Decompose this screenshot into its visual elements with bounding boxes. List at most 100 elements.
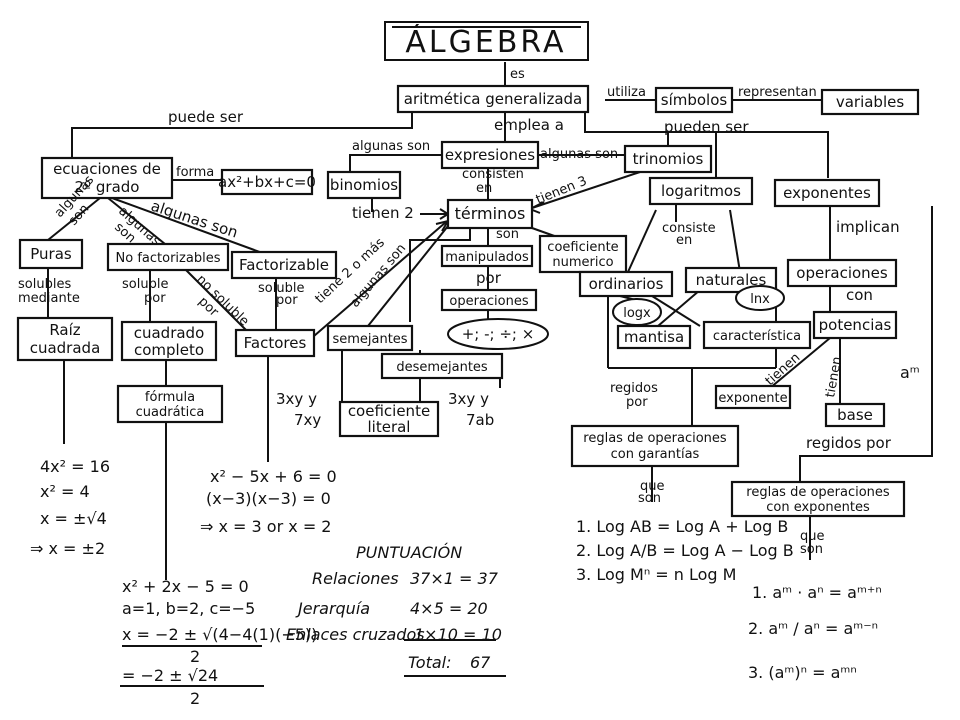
node-factores: Factores <box>244 334 307 352</box>
title-text: ÁLGEBRA <box>405 24 566 60</box>
equation-line: 2. Log A/B = Log A − Log B <box>576 541 794 560</box>
node-potencias: potencias <box>819 316 892 334</box>
node-formula-line1: fórmula <box>145 390 195 405</box>
link-tienen-right: tienen <box>823 356 845 399</box>
link-que-son-line1: que <box>640 479 665 494</box>
equation-line: x² + 2x − 5 = 0 <box>122 577 249 596</box>
node-aritmetica: aritmética generalizada <box>404 90 582 108</box>
link-que-son-line2: son <box>638 491 661 506</box>
link-son: son <box>496 227 519 242</box>
link-consisten-line1: consisten <box>462 167 524 182</box>
equation-line: 1. Log AB = Log A + Log B <box>576 517 788 536</box>
equations-factores: x² − 5x + 6 = 0 (x−3)(x−3) = 0 ⇒ x = 3 o… <box>200 467 337 536</box>
equation-line: 2 <box>190 647 200 666</box>
node-puras: Puras <box>30 245 72 263</box>
node-coef-literal-line1: coeficiente <box>348 402 430 420</box>
link-regidos-por-line2: por <box>626 395 648 410</box>
example-a-to-m: aᵐ <box>900 363 920 382</box>
node-ordinarios: ordinarios <box>589 275 664 293</box>
link-algunas-son-right: algunas son <box>540 147 618 162</box>
example-desemejantes-line2: 7ab <box>466 411 494 429</box>
node-exponente: exponente <box>718 391 787 406</box>
equations-formula: x² + 2x − 5 = 0 a=1, b=2, c=−5 x = −2 ± … <box>122 577 317 708</box>
equation-line: ⇒ x = 3 or x = 2 <box>200 517 331 536</box>
link-es: es <box>510 67 525 82</box>
equation-line: 1. aᵐ · aⁿ = aᵐ⁺ⁿ <box>752 583 882 602</box>
node-caracteristica: característica <box>713 329 801 344</box>
node-mantisa: mantisa <box>624 328 684 346</box>
node-base: base <box>837 406 873 424</box>
link-soluble-por-line1: soluble <box>122 277 168 292</box>
link-tienen-3: tienen 3 <box>534 174 589 208</box>
equations-log-rules: 1. Log AB = Log A + Log B 2. Log A/B = L… <box>576 517 794 584</box>
link-tienen-left: tienen <box>763 350 804 389</box>
link-solubles-line2: mediante <box>18 291 80 306</box>
link-forma: forma <box>176 165 214 180</box>
node-expresiones: expresiones <box>445 146 535 164</box>
equation-line: ⇒ x = ±2 <box>30 539 105 558</box>
node-logaritmos: logaritmos <box>661 182 741 200</box>
equation-line: x = −2 ± √(4−4(1)(−5)) <box>122 625 317 644</box>
link-tienen-2: tienen 2 <box>352 204 414 222</box>
node-operaciones-exp: operaciones <box>796 264 888 282</box>
score-block: PUNTUACIÓN Relaciones 37×1 = 37 Jerarquí… <box>286 543 502 672</box>
score-value: 37×1 = 37 <box>410 569 499 588</box>
link-representan: representan <box>738 85 817 100</box>
link-soluble-por-line4: por <box>276 293 298 308</box>
node-naturales: naturales <box>696 271 767 289</box>
example-semejantes-line1: 3xy y <box>276 390 317 408</box>
node-terminos: términos <box>455 204 526 223</box>
node-desemejantes: desemejantes <box>396 360 488 375</box>
link-por: por <box>476 269 502 287</box>
equations-puras: 4x² = 16 x² = 4 x = ±√4 ⇒ x = ±2 <box>30 457 110 558</box>
link-que-son-line3: que <box>800 529 825 544</box>
equation-line: 3. Log Mⁿ = n Log M <box>576 565 736 584</box>
node-logx: logx <box>623 306 651 321</box>
link-emplea: emplea a <box>494 116 564 134</box>
score-heading: PUNTUACIÓN <box>356 543 462 562</box>
node-no-factorizables: No factorizables <box>116 251 221 266</box>
link-algunas-son-left: algunas son <box>352 139 430 154</box>
link-regidos-por-exp: regidos por <box>806 434 892 452</box>
link-regidos-por-line1: regidos <box>610 381 658 396</box>
link-algunas-son-eq: algunas son <box>149 197 240 242</box>
node-manipulados: manipulados <box>445 250 529 265</box>
node-raiz-line1: Raíz <box>49 321 80 339</box>
node-reglas-exp-line2: con exponentes <box>766 500 870 515</box>
equation-line: x² − 5x + 6 = 0 <box>210 467 337 486</box>
equation-line: 2. aᵐ / aⁿ = aᵐ⁻ⁿ <box>748 619 878 638</box>
equation-line: x² = 4 <box>40 482 90 501</box>
link-consiste-line2: en <box>676 233 692 248</box>
node-coef-literal-line2: literal <box>368 418 411 436</box>
link-soluble-por-line3: soluble <box>258 281 304 296</box>
node-operaciones: operaciones <box>449 294 528 309</box>
node-ecuaciones-line1: ecuaciones de <box>53 160 161 178</box>
node-cuadrado-line1: cuadrado <box>134 324 205 342</box>
node-semejantes: semejantes <box>332 332 407 347</box>
node-reglas-exp-line1: reglas de operaciones <box>746 485 890 500</box>
equations-exp-rules: 1. aᵐ · aⁿ = aᵐ⁺ⁿ 2. aᵐ / aⁿ = aᵐ⁻ⁿ 3. (… <box>748 583 882 682</box>
link-que-son-line4: son <box>800 542 823 557</box>
link-consiste-line1: consiste <box>662 221 716 236</box>
link-pueden-ser: pueden ser <box>664 118 749 136</box>
node-cuadrado-line2: completo <box>134 341 204 359</box>
node-labels: ÁLGEBRA aritmética generalizada símbolos… <box>30 24 905 515</box>
node-coef-numerico-line2: numerico <box>552 255 613 270</box>
score-value: 67 <box>470 653 491 672</box>
equation-line: 2 <box>190 689 200 708</box>
node-exponentes: exponentes <box>783 184 871 202</box>
node-variables: variables <box>836 93 905 111</box>
example-desemejantes-line1: 3xy y <box>448 390 489 408</box>
score-label: Relaciones <box>312 569 399 588</box>
node-reglas-log-line1: reglas de operaciones <box>583 431 727 446</box>
score-value: 1×10 = 10 <box>414 625 502 644</box>
link-utiliza: utiliza <box>607 85 646 100</box>
node-forma-equation: ax²+bx+c=0 <box>218 173 316 191</box>
score-label: Enlaces cruzados <box>286 625 425 644</box>
node-boxes <box>16 84 920 518</box>
equation-line: = −2 ± √24 <box>122 666 218 685</box>
equation-line: a=1, b=2, c=−5 <box>122 599 255 618</box>
equation-line: 3. (aᵐ)ⁿ = aᵐⁿ <box>748 663 857 682</box>
link-soluble-por-line2: por <box>144 291 166 306</box>
